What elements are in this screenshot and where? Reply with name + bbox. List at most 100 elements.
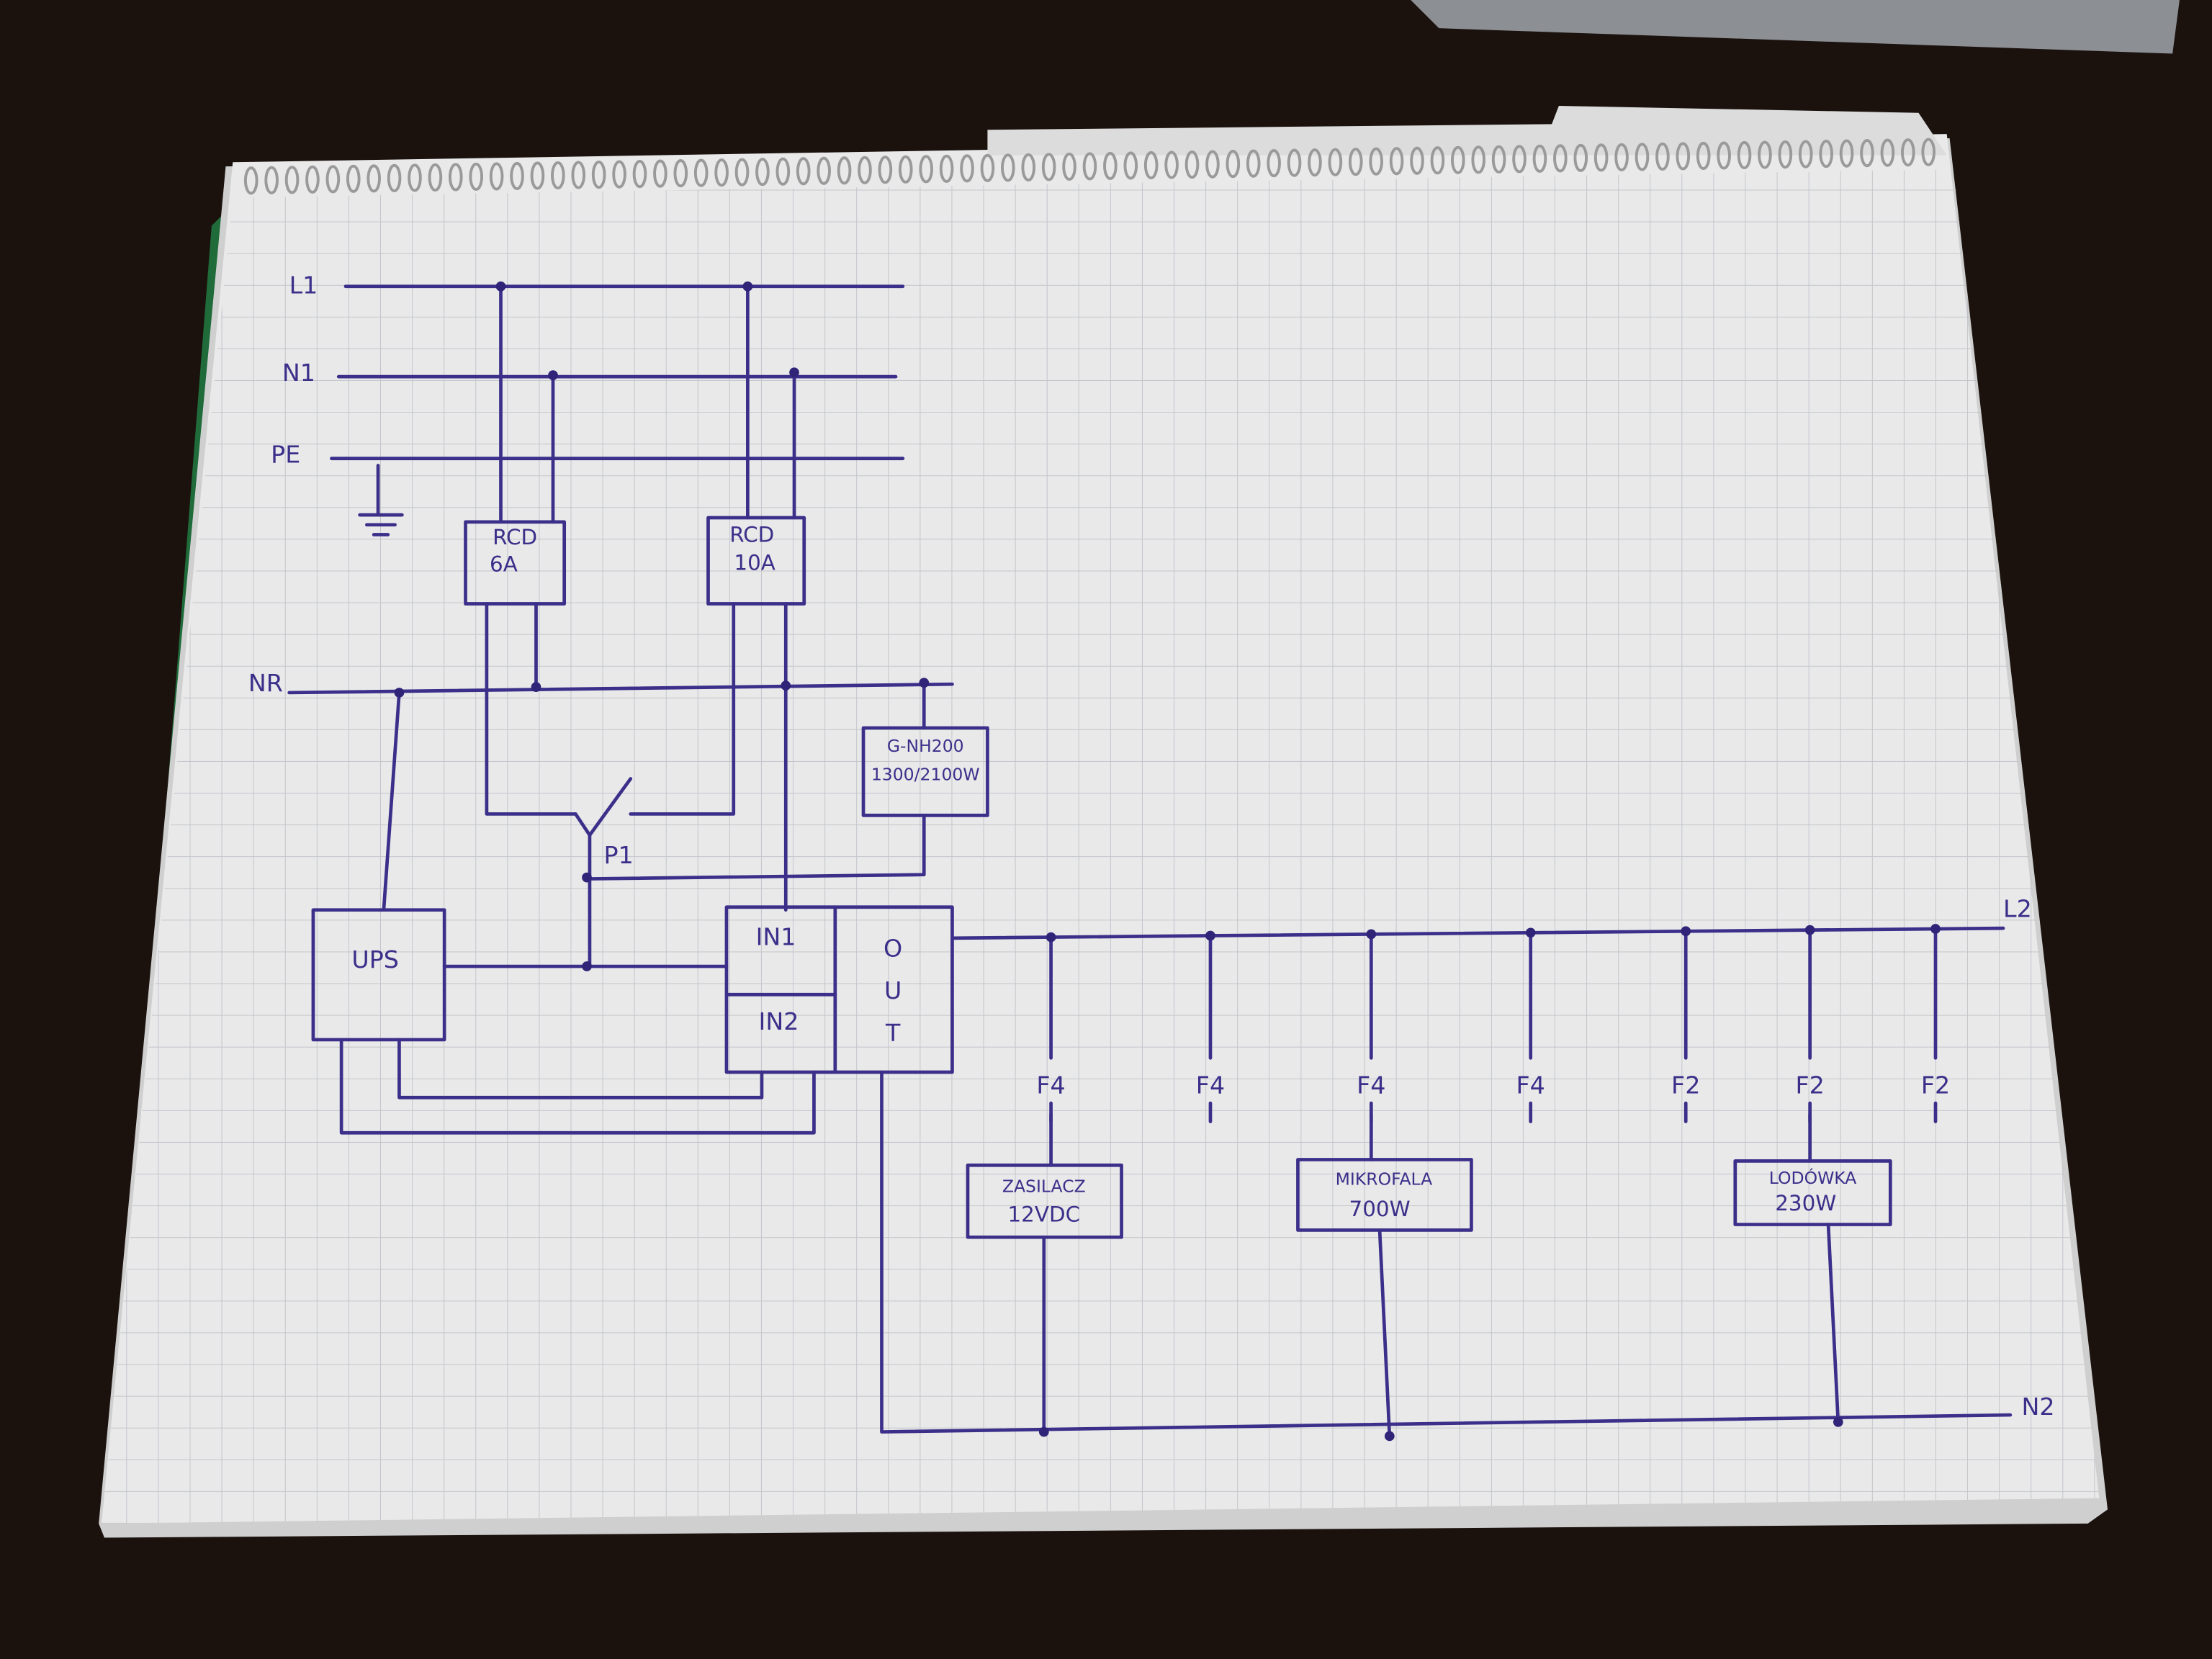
ats-out-o: O [884,934,902,962]
spiral-coil [591,160,606,189]
torn-strip [987,105,1947,156]
spiral-coil [1348,148,1363,176]
spiral-binding [243,138,1936,195]
spiral-coil [1369,147,1383,176]
spiral-coil [387,163,402,192]
spiral-coil [1696,141,1711,171]
spiral-coil [1758,140,1772,169]
load3-line1: LODÓWKA [1769,1168,1857,1188]
spiral-coil [919,155,933,184]
spiral-coil [1553,144,1568,173]
rcd-10a-box [706,516,806,606]
spiral-coil [571,161,586,189]
junction-dots [394,281,1843,1442]
ats-out-u: U [884,976,902,1004]
fuse-label: F4 [1036,1071,1065,1099]
fuse-label: F2 [1795,1071,1824,1099]
generator-line2: 1300/2100W [871,764,980,784]
grid-paper [102,169,2100,1524]
fuse-label: F4 [1196,1071,1225,1099]
spiral-coil [1041,153,1056,181]
spiral-coil [775,157,791,186]
load3-line2: 230W [1775,1191,1836,1215]
fuse-label: F2 [1921,1071,1950,1099]
junction-dot [1046,932,1056,943]
spiral-coil [1737,140,1752,170]
spiral-coil [1308,148,1322,177]
spiral-coil [1082,152,1097,181]
junction-dot [1525,927,1536,938]
spiral-coil [1410,146,1424,175]
load-zasilacz-box [966,1163,1123,1239]
spiral-coil [1655,142,1670,171]
spiral-coil [346,164,361,193]
spiral-coil [243,166,258,195]
junction-dot [1681,926,1691,937]
load1-line2: 12VDC [1007,1202,1080,1227]
junction-dot [1804,925,1815,935]
spiral-coil [1614,143,1629,172]
spiral-coil [878,156,893,184]
generator-line1: G-NH200 [887,736,964,756]
pe-label: PE [271,441,300,469]
rcd1-line2: 6A [490,552,518,576]
spiral-coil [734,158,750,186]
transfer-switch-dividers [724,905,837,1074]
rcd2-input-wires [746,284,796,520]
spiral-coil [1267,149,1281,178]
generator-output-wire [585,814,926,881]
load2-wires [1369,1112,1392,1438]
spiral-coil [1798,140,1813,168]
spiral-coil [1164,150,1179,179]
spiral-coil [1471,145,1486,174]
spiral-coil [1593,143,1609,172]
ups-return-wires [339,1038,816,1135]
spiral-coil [1246,149,1261,178]
circuit-diagram: L1 N1 PE NR RCD 6A RCD 10A G-NH200 1300/… [248,271,2055,1442]
spiral-coil [1103,151,1118,181]
spiral-coil [305,165,320,194]
spiral-coil [653,159,667,188]
laptop-corner [1411,0,2180,54]
spiral-coil [449,163,463,192]
spiral-coil [1021,153,1036,182]
spiral-coil [1491,145,1506,174]
spiral-coil [796,157,811,186]
n2-label: N2 [2022,1393,2055,1421]
ups-box [311,908,446,1042]
switch-label: P1 [604,841,634,869]
load2-line1: MIKROFALA [1336,1169,1433,1190]
spiral-coil [1205,150,1220,179]
spiral-coil [899,155,913,184]
spiral-coil [1573,143,1588,172]
l1-label: L1 [289,271,318,300]
spiral-coil [1226,150,1241,179]
spiral-coil [755,158,770,186]
spiral-coil [858,156,872,184]
spiral-coil [1778,140,1793,169]
spiral-coil [469,162,484,192]
spiral-coil [428,163,443,192]
spiral-coil [510,161,524,191]
ats-out-t: T [885,1019,901,1047]
spiral-coil [1676,142,1691,171]
spiral-coil [1880,138,1895,167]
spiral-coil [693,158,709,187]
spiral-coil [1062,152,1076,181]
spiral-coil [939,154,954,183]
spiral-coil [612,160,626,189]
spiral-coil [1287,148,1302,177]
spiral-coil [1532,144,1547,173]
fuse-label: F4 [1357,1071,1385,1099]
switch-p1 [573,777,633,968]
load1-line1: ZASILACZ [1002,1177,1086,1197]
load3-wires [1808,1112,1840,1424]
ats-in1-label: IN1 [756,923,796,951]
spiral-coil [1451,145,1465,174]
n2-bus [880,1070,2013,1434]
spiral-coil [673,159,688,188]
spiral-coil [632,160,647,189]
ground-icon [358,464,404,536]
spiral-coil [980,153,995,182]
